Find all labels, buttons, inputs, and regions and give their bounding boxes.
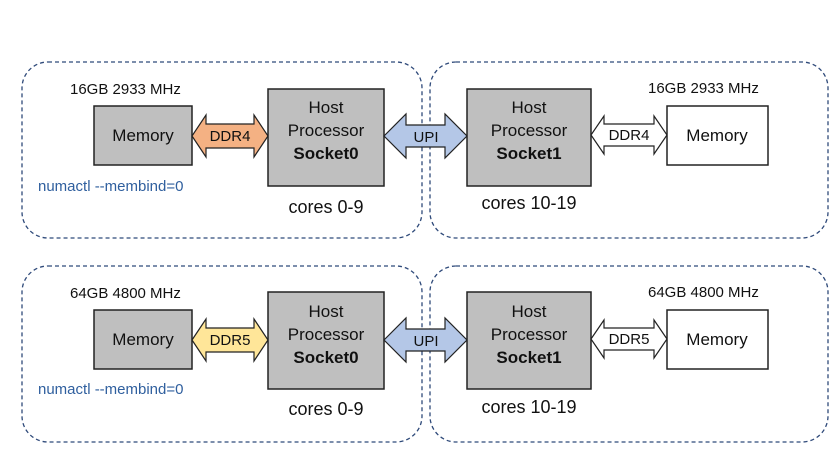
processor-line1-right: Host: [512, 302, 547, 321]
processor-socket-left: Socket0: [293, 144, 358, 163]
processor-socket1: [466, 88, 592, 187]
cores-right: cores 10-19: [481, 193, 576, 213]
processor-socket-left: Socket0: [293, 348, 358, 367]
ddr-link-label-right: DDR4: [609, 127, 650, 144]
row-2: 64GB 4800 MHz Memory DDR5 Host Processor…: [21, 265, 829, 443]
memory-box-left: [93, 105, 193, 166]
memory-label-left: Memory: [112, 330, 174, 349]
memory-label-right: Memory: [686, 126, 748, 145]
memory-box-right: [666, 105, 769, 166]
upi-label: UPI: [413, 333, 438, 350]
cores-left: cores 0-9: [288, 399, 363, 419]
processor-line2-right: Processor: [491, 121, 568, 140]
cores-right: cores 10-19: [481, 397, 576, 417]
processor-line1-left: Host: [309, 302, 344, 321]
processor-socket-right: Socket1: [496, 348, 561, 367]
memory-spec-left: 64GB 4800 MHz: [70, 285, 181, 302]
processor-socket0: [267, 88, 385, 187]
row-1: 16GB 2933 MHz Memory DDR4 Host Processor…: [21, 61, 829, 239]
ddr-link-label-left: DDR4: [210, 128, 251, 145]
processor-line2-left: Processor: [288, 121, 365, 140]
numa-node-right-1: [429, 61, 829, 239]
memory-spec-right: 64GB 4800 MHz: [648, 284, 759, 301]
processor-line2-right: Processor: [491, 325, 568, 344]
memory-box-left: [93, 309, 193, 370]
processor-line2-left: Processor: [288, 325, 365, 344]
memory-spec-right: 16GB 2933 MHz: [648, 80, 759, 97]
processor-socket1: [466, 291, 592, 390]
numa-node-left-2: [21, 265, 423, 443]
processor-line1-left: Host: [309, 98, 344, 117]
numa-node-left-1: [21, 61, 423, 239]
numactl-command: numactl --membind=0: [38, 178, 183, 195]
ddr-link-label-left: DDR5: [210, 332, 251, 349]
ddr-link-label-right: DDR5: [609, 331, 650, 348]
numactl-command: numactl --membind=0: [38, 381, 183, 398]
processor-socket-right: Socket1: [496, 144, 561, 163]
processor-socket0: [267, 291, 385, 390]
cores-left: cores 0-9: [288, 197, 363, 217]
processor-line1-right: Host: [512, 98, 547, 117]
numa-node-right-2: [429, 265, 829, 443]
memory-box-right: [666, 309, 769, 370]
memory-label-right: Memory: [686, 330, 748, 349]
memory-spec-left: 16GB 2933 MHz: [70, 81, 181, 98]
memory-label-left: Memory: [112, 126, 174, 145]
upi-label: UPI: [413, 129, 438, 146]
